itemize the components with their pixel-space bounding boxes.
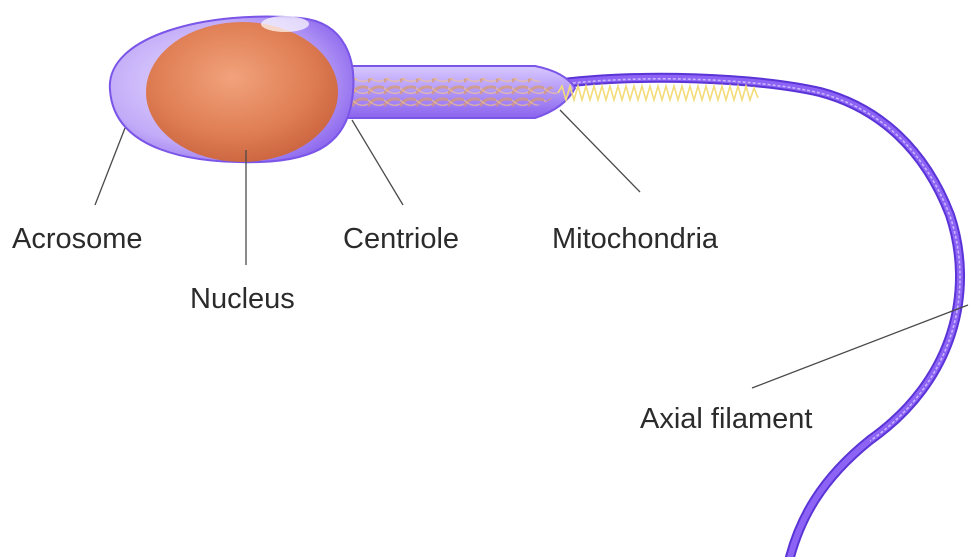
label-mitochondria: Mitochondria (552, 223, 719, 255)
head (110, 16, 354, 162)
tail (548, 78, 960, 557)
mitochondria-helix (558, 86, 758, 100)
nucleus-shape (146, 22, 338, 162)
label-centriole: Centriole (343, 223, 459, 255)
label-acrosome: Acrosome (12, 223, 143, 255)
leader-acrosome (95, 128, 125, 205)
leader-mitochondria (560, 110, 640, 192)
leader-centriole (352, 120, 403, 205)
label-axial-filament: Axial filament (640, 403, 812, 435)
label-nucleus: Nucleus (190, 283, 295, 315)
